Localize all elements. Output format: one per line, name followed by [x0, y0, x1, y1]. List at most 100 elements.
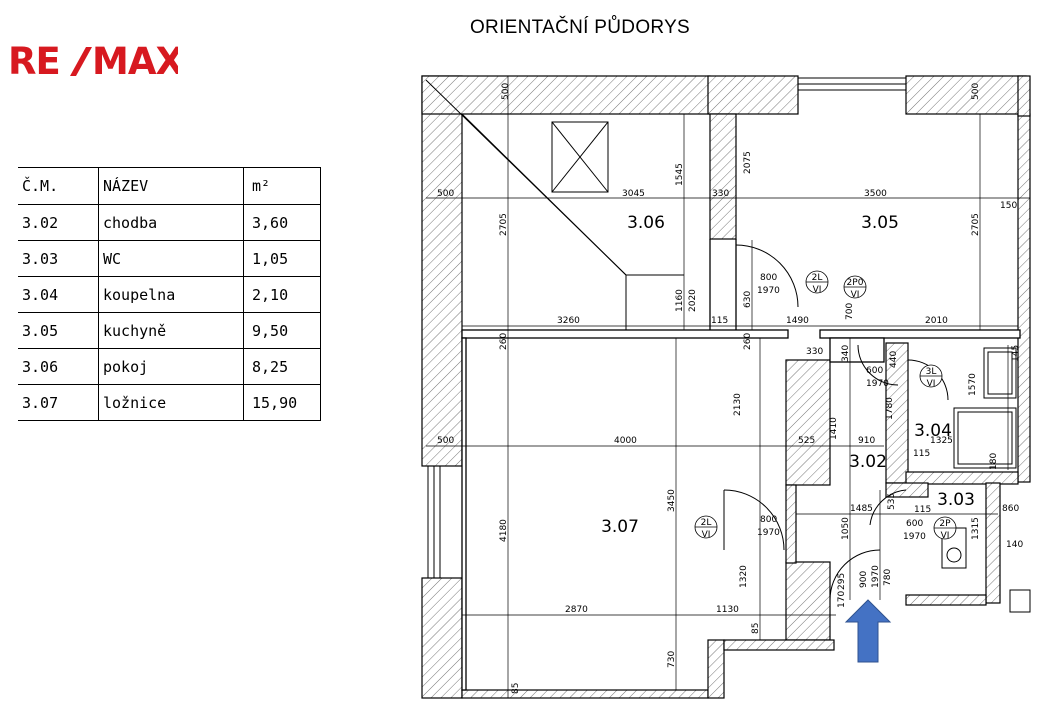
table-row: 3.06 pokoj 8,25 [18, 348, 321, 385]
dimension-label: 1970 [903, 532, 926, 542]
dimension-label: 115 [914, 505, 931, 515]
door-tag-top: 3L [926, 367, 937, 377]
dimension-label: 1325 [930, 436, 953, 446]
rooms-table: Č.M. NÁZEV m² 3.02 chodba 3,60 3.03 WC 1… [18, 167, 321, 421]
cell-area: 9,50 [243, 312, 321, 349]
svg-text:RE: RE [8, 42, 60, 82]
cell-number: 3.07 [18, 384, 99, 421]
bathroom-fixtures [941, 347, 1017, 569]
svg-text:MAX: MAX [92, 42, 178, 82]
cell-number: 3.05 [18, 312, 99, 349]
room-labels: 3.06 3.05 3.07 3.02 3.04 3.03 [601, 213, 975, 537]
dimension-label: 1970 [757, 286, 780, 296]
cell-area: 3,60 [243, 204, 321, 241]
dimension-label: 730 [667, 651, 677, 668]
dimension-labels: 500 3045 330 3500 150 3260 115 1490 2010… [437, 189, 1023, 615]
header-cm: Č.M. [18, 167, 99, 205]
room-label: 3.03 [937, 490, 975, 510]
dimension-label: 1970 [757, 528, 780, 538]
dimension-label: 140 [1006, 540, 1023, 550]
dimension-label: 900 [859, 571, 869, 588]
dimension-label: 85 [511, 683, 521, 694]
dimension-label: 800 [760, 273, 777, 283]
cell-name: pokoj [98, 348, 244, 385]
dimension-label: 340 [841, 345, 851, 362]
dimension-label: 115 [711, 316, 728, 326]
dimension-label: 2020 [688, 289, 698, 312]
dimension-label: 3260 [557, 316, 580, 326]
door-tag: 2P0 VI [843, 275, 867, 300]
door-tag-bottom: VI [851, 290, 860, 300]
door-tag-bottom: VI [927, 379, 936, 389]
room-label: 3.02 [849, 452, 887, 472]
dimension-label: 295 [837, 573, 847, 590]
room-label: 3.05 [861, 213, 899, 233]
dimension-label: 330 [806, 347, 823, 357]
partitions [461, 239, 1021, 691]
dimension-label: 1160 [675, 289, 685, 312]
remax-logo: RE MAX [8, 42, 178, 82]
dimension-label: 1970 [866, 379, 889, 389]
header-area: m² [243, 167, 321, 205]
sink-icon [983, 347, 1017, 399]
door-tag: 2L VI [805, 270, 829, 295]
dimension-label: 2705 [499, 213, 509, 236]
dimension-label: 2075 [743, 151, 753, 174]
dimension-label: 2870 [565, 605, 588, 615]
dimension-label: 330 [712, 189, 729, 199]
dimension-label: 1050 [841, 517, 851, 540]
dimension-label: 500 [501, 83, 511, 100]
cell-name: ložnice [98, 384, 244, 421]
dimension-label: 500 [437, 436, 454, 446]
dimension-label: 3045 [622, 189, 645, 199]
door-tag: 2L VI [694, 515, 718, 540]
dimension-label: 260 [743, 333, 753, 350]
cell-area: 1,05 [243, 240, 321, 277]
door-tag-top: 2L [812, 273, 823, 283]
dimension-label: 150 [1000, 201, 1017, 211]
door-tag: 3L VI [919, 364, 943, 389]
roof-slope [425, 79, 684, 330]
dimension-labels-vertical: 500 500 1545 2075 2705 2705 1160 2020 63… [499, 83, 1021, 694]
floor-plan: 3.06 3.05 3.07 3.02 3.04 3.03 2L VI 2P0 … [421, 75, 1031, 699]
dimension-label: 1130 [716, 605, 739, 615]
dimension-label: 500 [437, 189, 454, 199]
dimension-label: 600 [906, 519, 923, 529]
cell-area: 2,10 [243, 276, 321, 313]
dimension-label: 800 [760, 515, 777, 525]
toilet-icon [946, 547, 962, 563]
room-label: 3.06 [627, 213, 665, 233]
dimension-label: 1320 [739, 565, 749, 588]
dimension-label: 2705 [971, 213, 981, 236]
shower-icon [953, 407, 1017, 469]
dimension-label: 1570 [968, 373, 978, 396]
entrance-arrow-icon [844, 599, 892, 663]
dimension-label: 500 [971, 83, 981, 100]
door-tag-top: 2L [701, 518, 712, 528]
room-label: 3.04 [914, 421, 952, 441]
cell-name: koupelna [98, 276, 244, 313]
dimension-label: 2010 [925, 316, 948, 326]
dimension-label: 440 [889, 351, 899, 368]
dimension-label: 1410 [829, 417, 839, 440]
table-row: 3.02 chodba 3,60 [18, 204, 321, 241]
dimension-label: 1970 [871, 565, 881, 588]
room-label: 3.07 [601, 517, 639, 537]
dimension-label: 600 [866, 366, 883, 376]
dimension-label: 260 [499, 333, 509, 350]
dimension-label: 1315 [971, 517, 981, 540]
door-tag-top: 2P [939, 519, 951, 529]
dimension-label: 700 [845, 303, 855, 320]
dimension-label: 85 [751, 623, 761, 634]
dimension-label: 630 [743, 291, 753, 308]
cell-name: kuchyně [98, 312, 244, 349]
page-title: ORIENTAČNÍ PŮDORYS [469, 17, 691, 38]
door-tags: 2L VI 2P0 VI 3L VI 2L VI 2P VI [694, 270, 957, 541]
table-header-row: Č.M. NÁZEV m² [18, 167, 321, 205]
cell-number: 3.02 [18, 204, 99, 241]
door-tag-bottom: VI [702, 530, 711, 540]
cell-name: WC [98, 240, 244, 277]
table-row: 3.03 WC 1,05 [18, 240, 321, 277]
dimension-label: 525 [798, 436, 815, 446]
door-tag: 2P VI [933, 516, 957, 541]
